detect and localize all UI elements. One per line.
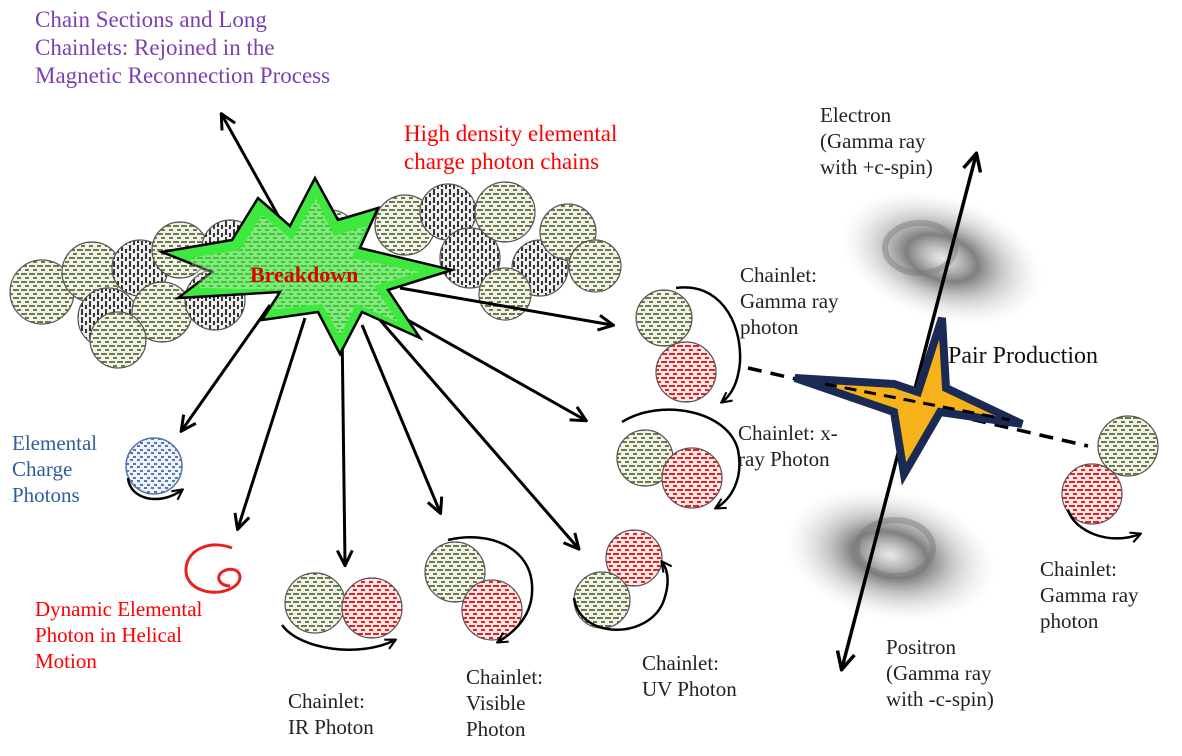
chainlet-uv-label: Chainlet: UV Photon xyxy=(642,651,737,701)
helical-photon-icon xyxy=(184,543,242,594)
chainlet-gamma-right xyxy=(1061,415,1159,538)
chainlet-xray-label: Chainlet: x- ray Photon xyxy=(738,421,838,471)
elemental-charge-photon xyxy=(125,437,182,499)
breakdown-burst xyxy=(157,175,457,357)
elemental-charge-label: Elemental Charge Photons xyxy=(12,431,98,507)
positron-label: Positron (Gamma ray with -c-spin) xyxy=(886,635,994,711)
high-density-label: High density elemental charge photon cha… xyxy=(404,121,618,174)
chainlet-visible-label: Chainlet: Visible Photon xyxy=(466,665,543,741)
chain-sections-label: Chain Sections and Long Chainlets: Rejoi… xyxy=(35,7,331,88)
breakdown-label: Breakdown xyxy=(250,262,359,287)
chainlet-gamma-left xyxy=(635,286,742,402)
pair-production-label: Pair Production xyxy=(948,343,1098,369)
dynamic-elemental-label: Dynamic Elemental Photon in Helical Moti… xyxy=(35,597,203,673)
chainlet-gamma-left-label: Chainlet: Gamma ray photon xyxy=(740,263,839,339)
chainlet-uv xyxy=(572,529,668,631)
positron-cloud xyxy=(783,487,997,623)
electron-label: Electron (Gamma ray with +c-spin) xyxy=(820,103,933,179)
breakdown-arrows xyxy=(182,115,612,564)
chainlet-visible xyxy=(424,536,534,642)
chainlet-gamma-right-label: Chainlet: Gamma ray photon xyxy=(1040,557,1139,633)
chainlet-ir-label: Chainlet: IR Photon xyxy=(288,689,374,739)
chainlet-ir xyxy=(280,572,403,651)
chainlet-xray xyxy=(616,408,741,508)
pair-production-star xyxy=(793,316,1024,486)
